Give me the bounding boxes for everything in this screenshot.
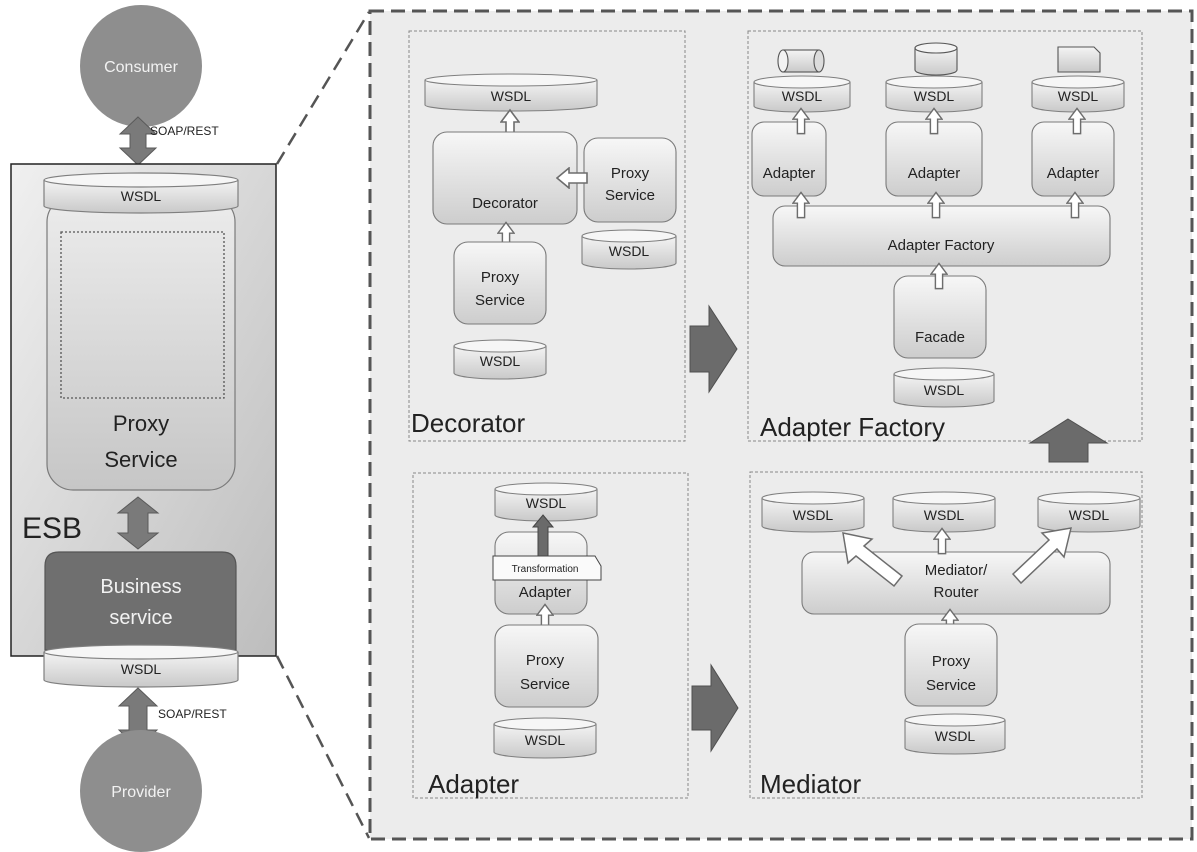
provider-label: Provider [111, 784, 171, 801]
double-arrow-icon [116, 496, 160, 550]
protocol-bottom-label: SOAP/REST [158, 707, 227, 721]
provider-node [80, 730, 202, 852]
adapter-factory-frame [747, 30, 1143, 442]
diagonal-arrow-icon [842, 532, 904, 588]
consumer-node [80, 5, 202, 127]
proxy-service-box [46, 195, 236, 491]
wsdl-label: WSDL [491, 88, 532, 104]
transformation-label: Transformation [512, 564, 579, 575]
wsdl-label: WSDL [526, 495, 567, 511]
adapter-factory-title: Adapter Factory [760, 412, 945, 442]
proxy-placeholder-area [60, 231, 225, 399]
adapter-factory-pattern: WSDL WSDL WSDL Adapter Adapter Adapter A… [747, 30, 1143, 442]
wsdl-cylinder: WSDL [904, 713, 1006, 755]
decorator-frame [408, 30, 686, 442]
database-icon [914, 42, 958, 76]
document-icon [1057, 46, 1101, 73]
proxy-label-line1: Proxy [611, 165, 650, 182]
transformation-box [492, 555, 602, 581]
wsdl-label: WSDL [121, 661, 162, 677]
proxy-label-line1: Proxy [481, 269, 520, 286]
wsdl-cylinder: WSDL [424, 73, 598, 112]
proxy-label-line1: Proxy [932, 653, 971, 670]
wsdl-cylinder: WSDL [893, 367, 995, 408]
queue-icon [777, 49, 825, 73]
diagonal-arrow-icon [1011, 527, 1072, 585]
facade-label: Facade [915, 329, 965, 346]
wsdl-label: WSDL [609, 243, 650, 259]
adapter-factory-box [772, 205, 1111, 267]
mediator-pattern: WSDL WSDL WSDL Mediator/ Router Proxy Se… [749, 471, 1143, 799]
wsdl-cylinder: WSDL [43, 644, 239, 688]
adapter-box [751, 121, 827, 197]
adapter-label: Adapter [908, 165, 961, 182]
mediator-label-line2: Router [933, 584, 978, 601]
zoom-line-bottom [275, 655, 371, 839]
wsdl-cylinder: WSDL [494, 482, 598, 522]
proxy-label-line2: Service [605, 187, 655, 204]
wsdl-label: WSDL [525, 732, 566, 748]
adapter-label: Adapter [519, 584, 572, 601]
adapter-frame [412, 472, 689, 799]
proxy-label-line1: Proxy [113, 411, 169, 436]
adapter-label: Adapter [763, 165, 816, 182]
esb-column: Consumer SOAP/REST Proxy Service WSDL ES… [10, 5, 277, 852]
wsdl-label: WSDL [935, 728, 976, 744]
wsdl-cylinder: WSDL [753, 75, 851, 113]
protocol-top-label: SOAP/REST [150, 124, 219, 138]
proxy-label-line2: Service [104, 447, 177, 472]
right-arrow-icon [691, 663, 739, 753]
proxy-service-box [904, 623, 998, 707]
wsdl-cylinder: WSDL [885, 75, 983, 113]
mediator-label-line1: Mediator/ [925, 562, 988, 579]
decorator-title: Decorator [411, 408, 525, 438]
decorator-box-label: Decorator [472, 195, 538, 212]
esb-label: ESB [22, 512, 82, 545]
wsdl-label: WSDL [480, 353, 521, 369]
decorator-pattern: WSDL Decorator Proxy Service WSDL Proxy … [408, 30, 686, 442]
wsdl-label: WSDL [1058, 88, 1099, 104]
adapter-pattern: WSDL Adapter Transformation Proxy Servic… [412, 472, 689, 799]
wsdl-cylinder: WSDL [453, 339, 547, 380]
wsdl-cylinder: WSDL [493, 717, 597, 759]
mediator-title: Mediator [760, 769, 861, 799]
wsdl-cylinder: WSDL [892, 491, 996, 533]
zoom-line-top [275, 11, 371, 165]
business-service-box [44, 551, 237, 651]
wsdl-cylinder: WSDL [1031, 75, 1125, 113]
wsdl-label: WSDL [924, 382, 965, 398]
consumer-label: Consumer [104, 59, 178, 76]
proxy-service-box [453, 241, 547, 325]
wsdl-label: WSDL [924, 507, 965, 523]
adapter-title: Adapter [428, 769, 519, 799]
wsdl-cylinder: WSDL [761, 491, 865, 533]
wsdl-cylinder: WSDL [43, 172, 239, 214]
wsdl-label: WSDL [782, 88, 823, 104]
mediator-frame [749, 471, 1143, 799]
wsdl-cylinder: WSDL [581, 229, 677, 270]
business-label-line2: service [109, 607, 172, 629]
proxy-label-line2: Service [475, 292, 525, 309]
adapter-label: Adapter [1047, 165, 1100, 182]
proxy-label-line2: Service [926, 677, 976, 694]
wsdl-label: WSDL [1069, 507, 1110, 523]
adapter-factory-box-label: Adapter Factory [888, 237, 995, 254]
wsdl-label: WSDL [914, 88, 955, 104]
wsdl-label: WSDL [793, 507, 834, 523]
proxy-service-box [494, 624, 599, 708]
up-arrow-icon [1028, 418, 1109, 463]
proxy-label-line2: Service [520, 676, 570, 693]
wsdl-label: WSDL [121, 188, 162, 204]
wsdl-cylinder: WSDL [1037, 491, 1141, 533]
business-label-line1: Business [100, 576, 181, 598]
proxy-label-line1: Proxy [526, 652, 565, 669]
right-arrow-icon [689, 304, 738, 394]
